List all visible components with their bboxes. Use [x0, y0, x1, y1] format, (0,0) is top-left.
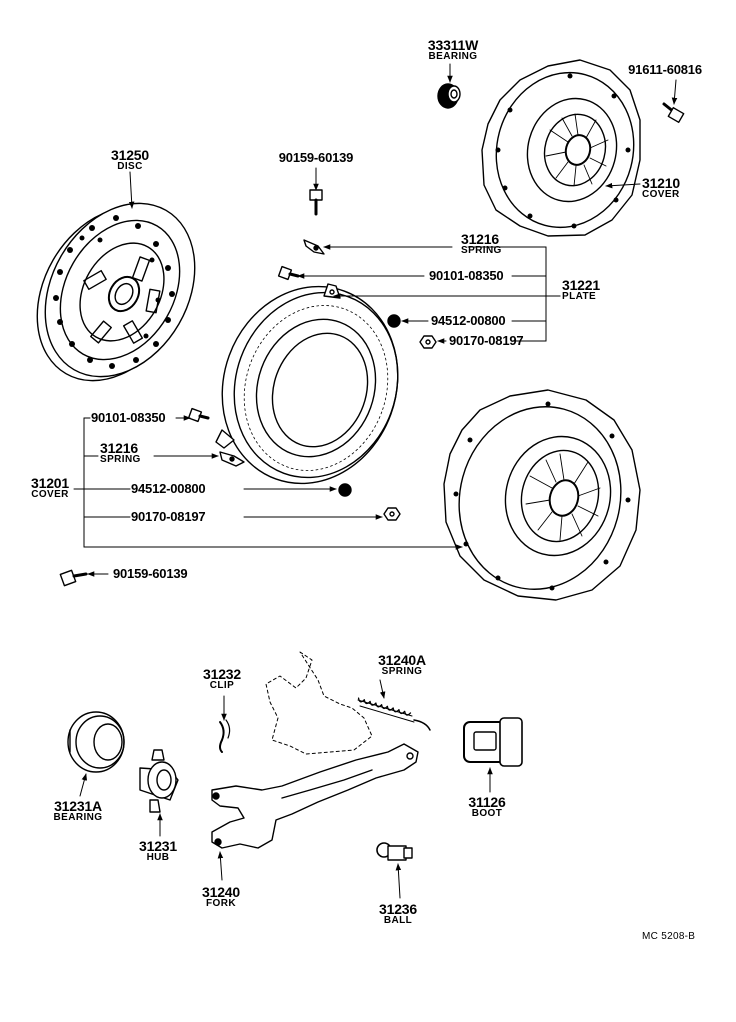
label-31216-lower: 31216 SPRING: [100, 440, 141, 465]
bolt-90101-upper-drawing: [277, 265, 300, 281]
label-31236: 31236 BALL: [379, 901, 417, 926]
label-31216-upper: 31216 SPRING: [461, 231, 502, 256]
release-hub-drawing: [139, 749, 179, 813]
pilot-bearing-drawing: [437, 83, 461, 109]
clutch-cover-lower-drawing: [443, 389, 641, 601]
bolt-90101-lower-drawing: [187, 407, 210, 423]
pivot-ball-drawing: [376, 842, 413, 861]
label-31240: 31240 FORK: [202, 884, 240, 909]
leader-lines: [73, 63, 678, 899]
clip-drawing: [219, 719, 231, 753]
bolt-91611-drawing: [662, 102, 685, 124]
nut-90170-lower-drawing: [383, 507, 401, 521]
nut-90170-upper-drawing: [419, 335, 437, 349]
label-90170-08197-lower: 90170-08197: [131, 509, 206, 524]
label-31232: 31232 CLIP: [203, 666, 241, 691]
label-94512-00800-upper: 94512-00800: [431, 313, 506, 328]
spring-upper-drawing: [303, 239, 325, 255]
label-31126: 31126 BOOT: [468, 794, 506, 819]
clutch-disc-drawing: [36, 202, 196, 382]
label-31231a: 31231A BEARING: [53, 798, 103, 823]
clutch-cover-upper-drawing: [481, 59, 641, 237]
bellhousing-outline: [265, 651, 373, 755]
label-31250: 31250 DISC: [111, 147, 149, 172]
label-31210: 31210 COVER: [642, 175, 680, 200]
release-bearing-drawing: [67, 711, 125, 773]
label-90170-08197-upper: 90170-08197: [449, 333, 524, 348]
label-90101-08350-lower: 90101-08350: [91, 410, 166, 425]
nut-94512-lower-drawing: [338, 483, 352, 497]
nut-94512-upper-drawing: [387, 314, 401, 328]
label-31240a: 31240A SPRING: [378, 652, 426, 677]
label-31231: 31231 HUB: [139, 838, 177, 863]
drawing-code: MC 5208-B: [642, 931, 696, 942]
label-94512-00800-lower: 94512-00800: [131, 481, 206, 496]
fork-spring-drawing: [357, 697, 431, 731]
label-90159-60139-lower: 90159-60139: [113, 566, 188, 581]
spring-lower-drawing: [219, 451, 245, 467]
label-31201: 31201 COVER: [31, 475, 69, 500]
label-90159-60139-upper: 90159-60139: [278, 150, 354, 165]
label-31221: 31221 PLATE: [562, 277, 600, 302]
release-fork-drawing: [211, 743, 419, 849]
label-90101-08350-upper: 90101-08350: [429, 268, 504, 283]
bolt-90159-upper-drawing: [309, 189, 323, 216]
boot-drawing: [463, 717, 523, 767]
bolt-90159-lower-drawing: [59, 569, 88, 587]
pressure-plate-drawing: [215, 283, 399, 485]
label-33311w: 33311W BEARING: [427, 37, 479, 62]
label-91611-60816: 91611-60816: [628, 62, 702, 77]
